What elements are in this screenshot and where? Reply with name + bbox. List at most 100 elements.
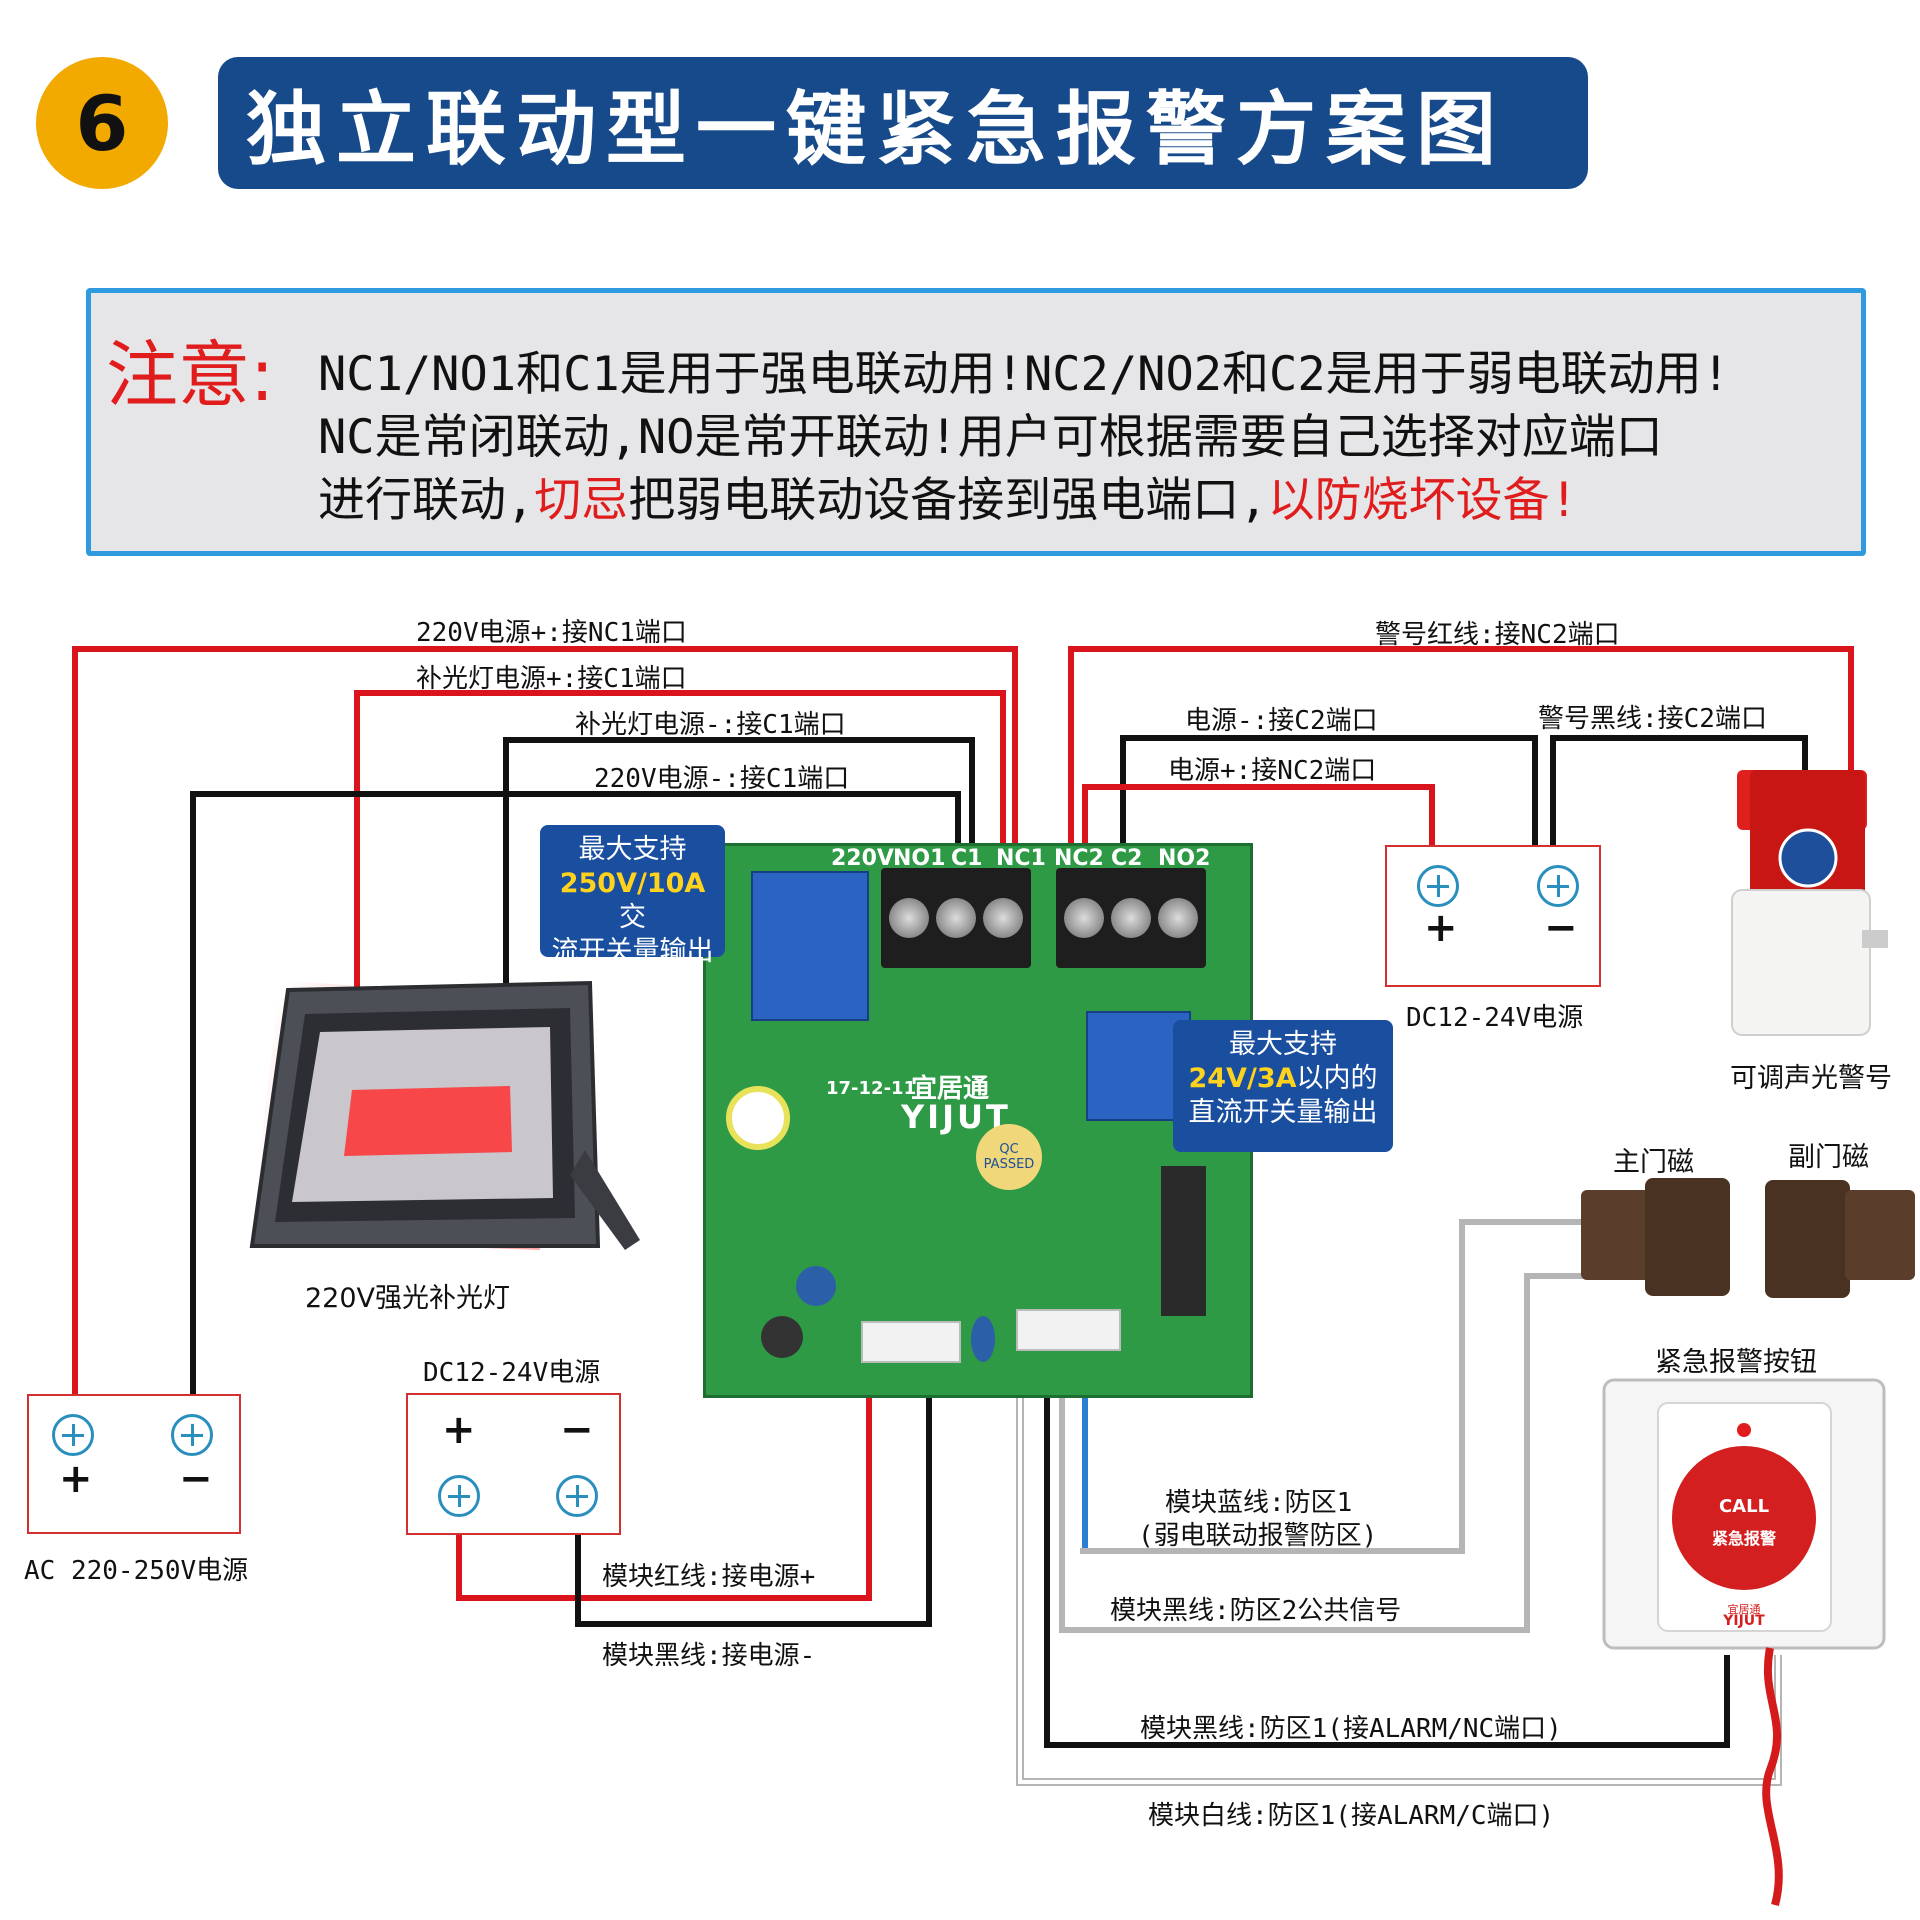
terminal-block-right bbox=[1056, 868, 1206, 968]
notice-box bbox=[86, 288, 1866, 556]
wire-module-gray-1 bbox=[1080, 1219, 1585, 1554]
label-220v-plus: 220V电源+:接NC1端口 bbox=[416, 618, 687, 648]
terminal-label-nc1: NC1 bbox=[996, 846, 1046, 871]
label-zone1-nc: 模块黑线:防区1(接ALARM/NC端口) bbox=[1140, 1714, 1562, 1744]
panic-call-text: CALL bbox=[1718, 1496, 1770, 1517]
mounting-hole bbox=[726, 1086, 790, 1150]
label-siren-red: 警号红线:接NC2端口 bbox=[1375, 620, 1620, 650]
terminal-label-220v: 220V: bbox=[831, 846, 902, 871]
screw-nc1 bbox=[983, 898, 1023, 938]
callout-ac-line1: 最大支持 bbox=[578, 834, 687, 865]
screw-no1 bbox=[889, 898, 929, 938]
step-number-badge: 6 bbox=[36, 57, 168, 189]
dc-right-plus-sign: + bbox=[1424, 905, 1458, 951]
label-zone2-common: 模块黑线:防区2公共信号 bbox=[1110, 1596, 1402, 1626]
notice-warning-word: 切忌 bbox=[534, 473, 629, 528]
floodlight-caption: 220V强光补光灯 bbox=[305, 1283, 511, 1314]
notice-line-3-part-c: 把弱电联动设备接到强电端口, bbox=[628, 473, 1268, 528]
panic-alarm-text: 紧急报警 bbox=[1711, 1529, 1776, 1548]
wire-light-plus bbox=[354, 690, 1006, 1020]
callout-ac-line3: 流开关量输出 bbox=[551, 936, 714, 967]
sub-door-magnet-image bbox=[1765, 1180, 1915, 1298]
floodlight-image bbox=[249, 980, 640, 1250]
label-power-minus: 电源-:接C2端口 bbox=[1185, 706, 1378, 736]
dc-left-minus-sign: − bbox=[560, 1407, 594, 1453]
notice-label: 注意: bbox=[106, 333, 275, 417]
callout-dc-line3: 直流开关量输出 bbox=[1188, 1097, 1378, 1128]
label-zone1-c: 模块白线:防区1(接ALARM/C端口) bbox=[1148, 1801, 1555, 1831]
screw-no2 bbox=[1158, 898, 1198, 938]
pcb-date: 17-12-11 bbox=[826, 1078, 917, 1099]
screw-nc2 bbox=[1064, 898, 1104, 938]
qc-sticker: QC PASSED bbox=[976, 1124, 1042, 1190]
ac-minus-sign: − bbox=[179, 1456, 213, 1502]
panic-button-image bbox=[1602, 1378, 1886, 1907]
label-power-plus: 电源+:接NC2端口 bbox=[1168, 756, 1377, 786]
terminal-block-left bbox=[881, 868, 1031, 968]
dc-left-plus-sign: + bbox=[442, 1407, 476, 1453]
ac-plus-terminal bbox=[52, 1414, 94, 1456]
callout-dc-line2-rest: 以内的 bbox=[1296, 1063, 1378, 1094]
ac-power-box: + − bbox=[27, 1394, 241, 1534]
label-module-blue-note: (弱电联动报警防区) bbox=[1138, 1521, 1378, 1551]
wire-power-minus bbox=[1120, 735, 1538, 855]
wire-siren-red bbox=[1068, 646, 1854, 855]
callout-dc-rating: 最大支持 24V/3A以内的 直流开关量输出 bbox=[1173, 1020, 1393, 1152]
dc-power-left-caption: DC12-24V电源 bbox=[423, 1358, 601, 1388]
terminal-label-no2: NO2 bbox=[1158, 846, 1211, 871]
controller-board: 220V: NO1 C1 NC1 NC2 C2 NO2 17-12-11 宜居通… bbox=[703, 843, 1253, 1398]
wire-220v-minus bbox=[190, 791, 961, 1400]
dc-left-plus-terminal bbox=[438, 1475, 480, 1517]
label-light-plus: 补光灯电源+:接C1端口 bbox=[416, 664, 687, 694]
wire-220v-plus bbox=[72, 646, 1018, 1400]
relay-ac bbox=[751, 871, 869, 1021]
callout-dc-line2: 24V/3A以内的 bbox=[1183, 1062, 1383, 1096]
notice-warning-end: 以防烧坏设备! bbox=[1267, 473, 1578, 528]
callout-ac-line2-rest: 交 bbox=[619, 902, 646, 933]
notice-line-1: NC1/NO1和C1是用于强电联动用!NC2/NO2和C2是用于弱电联动用! bbox=[318, 347, 1730, 402]
main-door-caption: 主门磁 bbox=[1613, 1147, 1694, 1178]
label-module-black: 模块黑线:接电源- bbox=[602, 1641, 816, 1671]
screw-c1 bbox=[936, 898, 976, 938]
dc-right-minus-terminal bbox=[1537, 865, 1579, 907]
dc-power-right-caption: DC12-24V电源 bbox=[1406, 1003, 1584, 1033]
sub-door-caption: 副门磁 bbox=[1788, 1142, 1869, 1173]
main-door-magnet-image bbox=[1581, 1178, 1730, 1296]
notice-line-2: NC是常闭联动,NO是常开联动!用户可根据需要自己选择对应端口 bbox=[318, 410, 1663, 465]
ac-plus-sign: + bbox=[59, 1456, 93, 1502]
wire-power-plus bbox=[1082, 784, 1435, 855]
dc-left-minus-terminal bbox=[556, 1475, 598, 1517]
callout-dc-value: 24V/3A bbox=[1188, 1063, 1297, 1094]
label-siren-black: 警号黑线:接C2端口 bbox=[1538, 704, 1767, 734]
label-light-minus: 补光灯电源-:接C1端口 bbox=[575, 710, 846, 740]
callout-ac-rating: 最大支持 250V/10A交 流开关量输出 bbox=[540, 825, 725, 967]
notice-line-3-part-a: 进行联动, bbox=[318, 473, 535, 528]
wire-module-red bbox=[456, 1362, 872, 1601]
panic-brand-en: YIJUT bbox=[1723, 1613, 1765, 1629]
wire-light-minus bbox=[503, 737, 975, 1010]
callout-dc-line1: 最大支持 bbox=[1229, 1029, 1337, 1060]
pcb-brand-cn: 宜居通 bbox=[911, 1074, 990, 1104]
panic-brand-cn: 宜居通 bbox=[1727, 1603, 1761, 1616]
dc-right-plus-terminal bbox=[1417, 865, 1459, 907]
notice-line-3: 进行联动,切忌把弱电联动设备接到强电端口,以防烧坏设备! bbox=[318, 461, 1578, 530]
wire-module-gray-2 bbox=[1059, 1273, 1585, 1633]
label-module-blue: 模块蓝线:防区1 bbox=[1165, 1488, 1353, 1518]
label-220v-minus: 220V电源-:接C1端口 bbox=[594, 764, 850, 794]
power-connector bbox=[861, 1321, 961, 1363]
page-title: 独立联动型一键紧急报警方案图 bbox=[218, 57, 1588, 189]
panic-button-caption: 紧急报警按钮 bbox=[1655, 1347, 1817, 1378]
dip-switch bbox=[1161, 1166, 1206, 1316]
capacitor-1 bbox=[796, 1266, 836, 1306]
wire-siren-black bbox=[1550, 735, 1808, 848]
wire-zone1-black bbox=[1044, 1362, 1730, 1748]
zone-connector bbox=[1016, 1309, 1121, 1351]
terminal-label-no1: NO1 bbox=[893, 846, 946, 871]
electrolytic-capacitor bbox=[761, 1316, 803, 1358]
callout-ac-line2: 250V/10A交 bbox=[550, 867, 715, 935]
dc-right-minus-sign: − bbox=[1544, 905, 1578, 951]
capacitor-2 bbox=[971, 1316, 995, 1362]
dc-power-right-box: + − bbox=[1385, 845, 1601, 987]
siren-image bbox=[1731, 770, 1888, 1036]
